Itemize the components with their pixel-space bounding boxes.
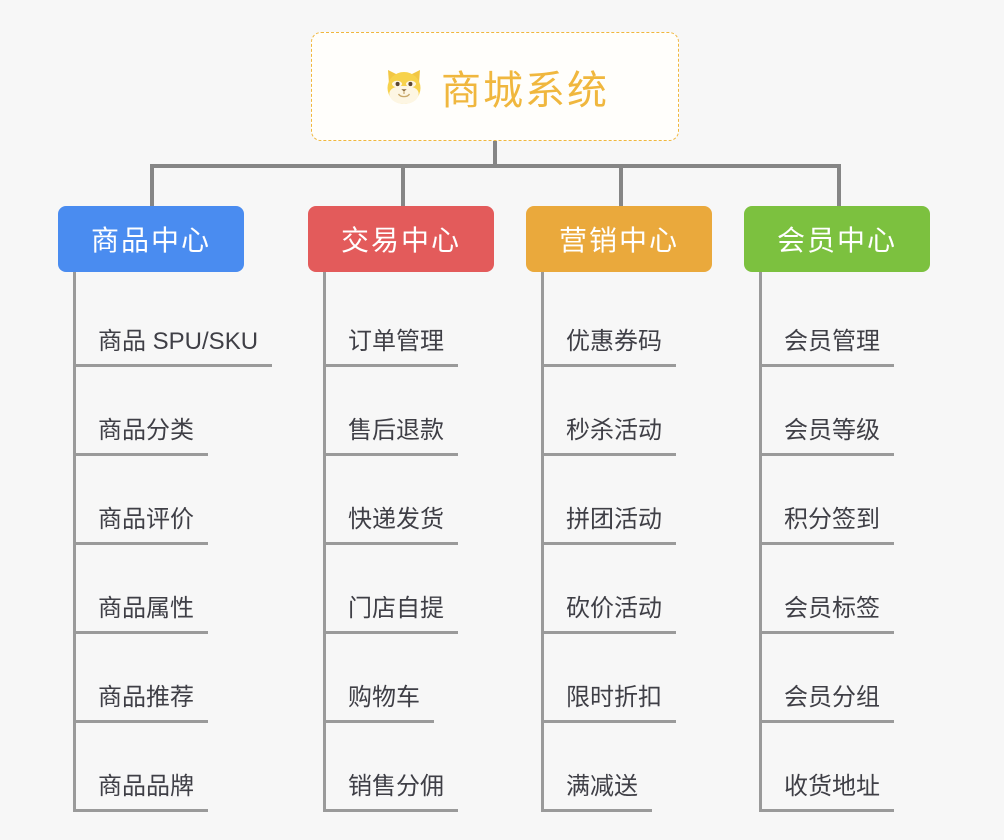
leaf-item[interactable]: 会员分组	[762, 634, 930, 723]
leaf-label: 快递发货	[326, 506, 458, 545]
leaf-label: 售后退款	[326, 417, 458, 456]
connector-horizontal-bus	[150, 164, 840, 168]
leaf-label: 商品 SPU/SKU	[76, 328, 273, 367]
branch-header-2[interactable]: 交易中心	[308, 206, 494, 272]
leaf-label: 砍价活动	[544, 595, 676, 634]
leaf-item[interactable]: 门店自提	[326, 545, 494, 634]
leaf-item[interactable]: 砍价活动	[544, 545, 712, 634]
leaf-item[interactable]: 会员管理	[762, 278, 930, 367]
root-title: 商城系统	[441, 68, 609, 113]
leaf-label: 商品推荐	[76, 684, 208, 723]
leaf-label: 会员标签	[762, 595, 894, 634]
leaf-item[interactable]: 商品品牌	[76, 723, 244, 812]
leaf-list-3: 优惠券码 秒杀活动 拼团活动 砍价活动 限时折扣 满减送	[541, 272, 712, 812]
branch-title-4: 会员中心	[776, 225, 897, 256]
branch-title-3: 营销中心	[558, 225, 679, 256]
leaf-item[interactable]: 拼团活动	[544, 456, 712, 545]
leaf-label: 秒杀活动	[544, 417, 676, 456]
leaf-item[interactable]: 收货地址	[762, 723, 930, 812]
branch-header-3[interactable]: 营销中心	[526, 206, 712, 272]
leaf-item[interactable]: 商品 SPU/SKU	[76, 278, 273, 367]
branch-column-3: 营销中心 优惠券码 秒杀活动 拼团活动 砍价活动 限时折扣 满减送	[526, 206, 712, 812]
leaf-item[interactable]: 商品评价	[76, 456, 244, 545]
branch-column-2: 交易中心 订单管理 售后退款 快递发货 门店自提 购物车 销售分佣	[308, 206, 494, 812]
leaf-item[interactable]: 订单管理	[326, 278, 494, 367]
branch-title-2: 交易中心	[340, 225, 461, 256]
leaf-item[interactable]: 商品分类	[76, 367, 244, 456]
leaf-item[interactable]: 商品属性	[76, 545, 244, 634]
leaf-item[interactable]: 限时折扣	[544, 634, 712, 723]
leaf-label: 销售分佣	[326, 773, 458, 812]
leaf-label: 商品分类	[76, 417, 208, 456]
leaf-item[interactable]: 会员等级	[762, 367, 930, 456]
leaf-label: 订单管理	[326, 328, 458, 367]
leaf-list-2: 订单管理 售后退款 快递发货 门店自提 购物车 销售分佣	[323, 272, 494, 812]
root-node[interactable]: 商城系统	[311, 32, 679, 141]
shiba-dog-face-icon	[381, 64, 427, 110]
leaf-item[interactable]: 商品推荐	[76, 634, 244, 723]
leaf-list-4: 会员管理 会员等级 积分签到 会员标签 会员分组 收货地址	[759, 272, 930, 812]
leaf-list-1: 商品 SPU/SKU 商品分类 商品评价 商品属性 商品推荐 商品品牌	[73, 272, 273, 812]
leaf-item[interactable]: 销售分佣	[326, 723, 494, 812]
leaf-label: 拼团活动	[544, 506, 676, 545]
leaf-label: 门店自提	[326, 595, 458, 634]
leaf-item[interactable]: 会员标签	[762, 545, 930, 634]
branch-header-4[interactable]: 会员中心	[744, 206, 930, 272]
branch-column-4: 会员中心 会员管理 会员等级 积分签到 会员标签 会员分组 收货地址	[744, 206, 930, 812]
leaf-label: 商品评价	[76, 506, 208, 545]
leaf-label: 商品品牌	[76, 773, 208, 812]
leaf-item[interactable]: 售后退款	[326, 367, 494, 456]
leaf-label: 优惠券码	[544, 328, 676, 367]
leaf-item[interactable]: 快递发货	[326, 456, 494, 545]
leaf-item[interactable]: 优惠券码	[544, 278, 712, 367]
leaf-item[interactable]: 秒杀活动	[544, 367, 712, 456]
connector-drop-3	[619, 164, 623, 206]
branch-title-1: 商品中心	[90, 225, 211, 256]
leaf-label: 积分签到	[762, 506, 894, 545]
leaf-label: 会员管理	[762, 328, 894, 367]
leaf-item[interactable]: 满减送	[544, 723, 712, 812]
connector-drop-4	[837, 164, 841, 206]
connector-drop-1	[150, 164, 154, 206]
leaf-label: 满减送	[544, 773, 652, 812]
branch-column-1: 商品中心 商品 SPU/SKU 商品分类 商品评价 商品属性 商品推荐 商品品牌	[58, 206, 273, 812]
leaf-label: 购物车	[326, 684, 434, 723]
leaf-label: 会员等级	[762, 417, 894, 456]
leaf-label: 会员分组	[762, 684, 894, 723]
connector-drop-2	[401, 164, 405, 206]
leaf-label: 商品属性	[76, 595, 208, 634]
leaf-item[interactable]: 积分签到	[762, 456, 930, 545]
leaf-item[interactable]: 购物车	[326, 634, 494, 723]
leaf-label: 限时折扣	[544, 684, 676, 723]
leaf-label: 收货地址	[762, 773, 894, 812]
branch-header-1[interactable]: 商品中心	[58, 206, 244, 272]
connector-root-stem	[493, 141, 497, 168]
